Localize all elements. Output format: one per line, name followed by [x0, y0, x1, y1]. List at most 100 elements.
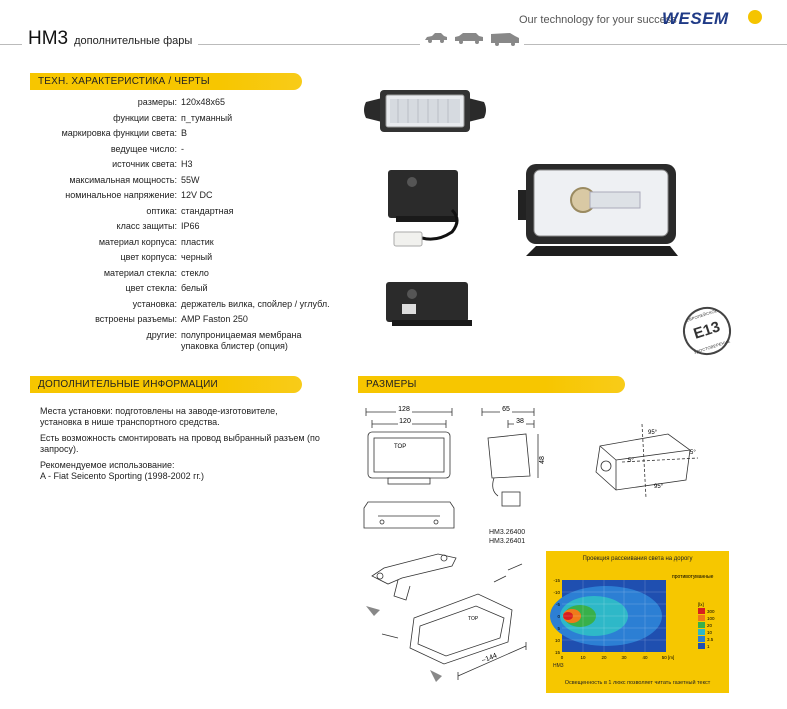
dim-height-48: 48 — [539, 456, 546, 464]
spec-label: маркировка функции света: — [61, 128, 177, 138]
info-paragraph: Рекомендуемое использование:A - Fiat Sei… — [40, 460, 320, 482]
spec-value: B — [181, 128, 188, 138]
brand-logo-dot — [748, 10, 762, 24]
dim-depth-38: 38 — [516, 418, 524, 425]
info-paragraph: Есть возможность смонтировать на провод … — [40, 433, 320, 454]
top-marking: TOP — [394, 444, 406, 450]
spec-label: материал корпуса: — [98, 236, 177, 247]
spec-value: 55W — [181, 174, 200, 185]
y-tick: -5 — [556, 602, 560, 607]
pattern-subtitle: противотуманные — [672, 574, 714, 580]
legend-label: 1 — [707, 644, 710, 649]
spec-label: цвет стекла: — [125, 283, 178, 293]
spec-label: размеры: — [137, 97, 177, 107]
legend-swatch — [698, 622, 705, 628]
info-paragraph: Места установки: подготовлены на заводе-… — [40, 406, 278, 427]
light-pattern-chart: противотуманные -15 -10 -5 0 5 10 15 0 1… — [550, 574, 715, 660]
spec-row: номинальное напряжение: 12V DC — [0, 188, 360, 204]
spec-value: пластик — [181, 236, 214, 247]
spec-value-line: полупроницаемая мембрана — [181, 329, 302, 340]
spec-label: функции света: — [113, 112, 177, 123]
spec-value: п_туманный — [181, 112, 233, 123]
y-tick: 5 — [557, 626, 560, 631]
spec-row: источник света:H3 — [0, 157, 360, 173]
spec-row: функции света: п_туманный — [0, 111, 360, 127]
x-tick: 20 — [601, 655, 607, 660]
spec-value: IP66 — [181, 221, 200, 231]
vehicle-icons — [420, 32, 524, 46]
product-photo-back — [386, 282, 472, 326]
spec-row: материал стекла: стекло — [0, 266, 360, 282]
dim-width-128: 128 — [398, 406, 410, 413]
legend-swatch — [698, 636, 705, 642]
specs-section-title: ТЕХН. ХАРАКТЕРИСТИКА / ЧЕРТЫ — [30, 73, 302, 90]
spec-label: встроены разъемы: — [95, 314, 177, 324]
spec-value: держатель вилка, спойлер / углубл. — [181, 298, 330, 309]
angle-up: 95° — [648, 430, 658, 436]
spec-row: материал корпуса: пластик — [0, 235, 360, 251]
spec-value: 12V DC — [181, 190, 213, 200]
additional-info: Места установки: подготовлены на заводе-… — [40, 406, 320, 487]
spec-label: другие: — [146, 329, 177, 340]
angle-left: 5° — [628, 458, 634, 464]
spec-row: класс защиты: IP66 — [0, 219, 360, 235]
spec-row: ведущее число:- — [0, 142, 360, 158]
brand-logo: WESEM — [662, 9, 729, 28]
spec-label: ведущее число: — [110, 143, 177, 154]
angle-down: 95° — [654, 484, 664, 490]
y-tick: 10 — [555, 638, 561, 643]
spec-value: - — [181, 143, 184, 154]
y-tick: -15 — [553, 578, 560, 583]
product-photo-front — [364, 90, 486, 132]
info-section-title: ДОПОЛНИТЕЛЬНЫЕ ИНФОРМАЦИИ — [30, 376, 302, 393]
angle-drawing: 95° 5° 5° 95° — [595, 423, 699, 499]
spec-label: установка: — [132, 298, 177, 309]
legend-label: 20 — [707, 623, 713, 628]
info-line: Рекомендуемое использование: — [40, 460, 175, 470]
light-pattern-title: Проекция рассеивания света на дорогу — [582, 556, 693, 562]
angle-right: 5° — [690, 450, 696, 456]
spec-row: максимальная мощность: 55W — [0, 173, 360, 189]
spec-label: максимальная мощность: — [69, 174, 177, 185]
legend-swatch — [698, 615, 705, 621]
dim-length-144: ~144 — [481, 652, 498, 664]
y-tick: -10 — [553, 590, 560, 595]
dim-depth-65: 65 — [502, 406, 510, 413]
x-tick: 10 — [580, 655, 586, 660]
slogan: Our technology for your success — [519, 14, 677, 26]
spec-row: маркировка функции света: B — [0, 126, 360, 142]
spec-value: AMP Faston 250 — [181, 314, 248, 324]
legend-unit: [lx] — [698, 602, 704, 607]
info-line: A - Fiat Seicento Sporting (1998-2002 гг… — [40, 471, 205, 481]
y-tick: 0 — [557, 614, 560, 619]
spec-value: стекло — [181, 267, 209, 278]
spec-value-line: упаковка блистер (опция) — [181, 340, 288, 351]
legend-label: 100 — [707, 616, 715, 621]
legend-label: 3.5 — [707, 637, 714, 642]
product-subtitle: дополнительные фары — [74, 35, 193, 47]
mounting-drawing: ~144 TOP — [366, 553, 527, 682]
dim-width-120: 120 — [399, 418, 411, 425]
van-icon — [491, 33, 519, 46]
product-photo-back-wired — [388, 170, 459, 247]
header-divider — [0, 44, 787, 45]
legend-label: 300 — [707, 609, 715, 614]
spec-row: оптика: стандартная — [0, 204, 360, 220]
spec-row: встроены разъемы: AMP Faston 250 — [0, 312, 360, 328]
x-tick: 0 — [561, 655, 564, 660]
part-number-1: HM3.26400 — [489, 529, 526, 536]
x-tick: 40 — [642, 655, 648, 660]
spec-label: источник света: — [112, 159, 177, 169]
spec-value: стандартная — [181, 205, 234, 216]
spec-label: материал стекла: — [103, 267, 177, 278]
legend-swatch — [698, 643, 705, 649]
spec-label: оптика: — [146, 205, 177, 216]
specs-table: размеры:120x48x65 функции света:п_туманн… — [0, 95, 360, 352]
e13-approval-badge: ЕВРОПЕЙСКОЕ E13 УДОСТОВЕРЕНИЕ — [676, 300, 738, 362]
light-pattern-caption: Освещенность в 1 люкс позволяет читать г… — [564, 680, 711, 686]
y-tick: 15 — [555, 650, 561, 655]
spec-label: класс защиты: — [116, 221, 177, 231]
spec-label: номинальное напряжение: — [65, 190, 177, 200]
